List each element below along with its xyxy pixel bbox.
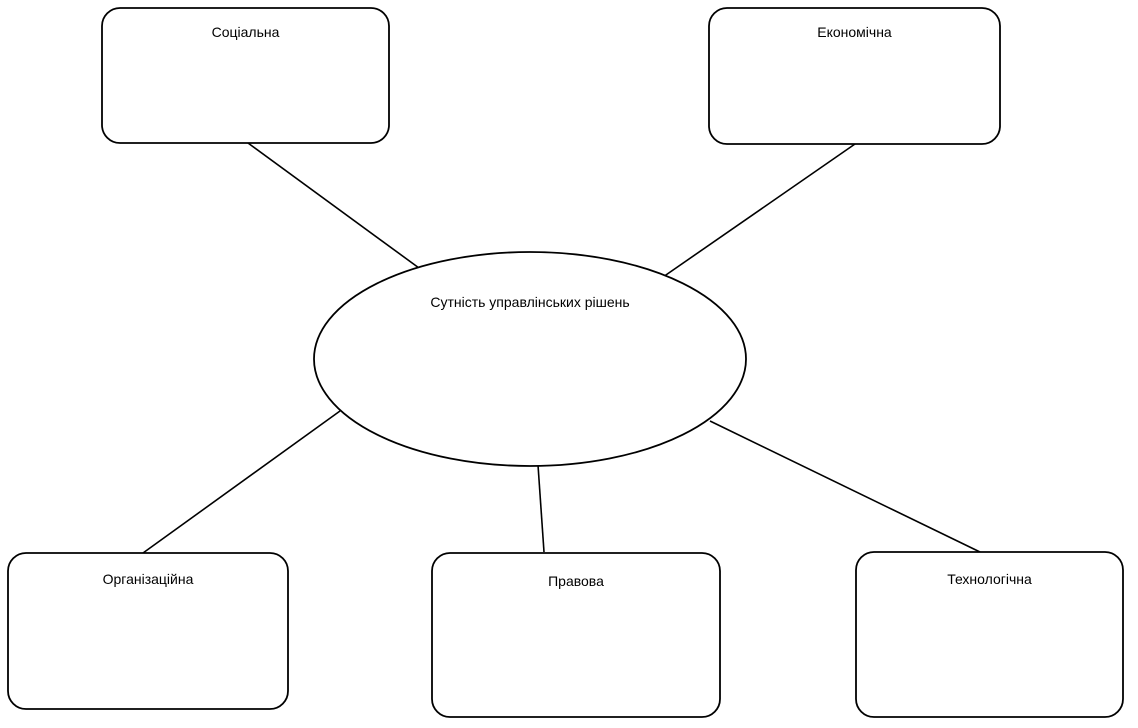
node-box-social: [101, 7, 390, 144]
connector-technological: [709, 420, 981, 553]
connector-economic: [662, 143, 856, 278]
center-ellipse: [313, 251, 747, 467]
node-box-economic: [708, 7, 1001, 145]
node-box-legal: [431, 552, 721, 718]
node-label-social: Соціальна: [211, 24, 280, 40]
node-label-technological: Технологічна: [947, 571, 1032, 587]
node-box-technological: [855, 551, 1124, 718]
node-label-organizational: Організаційна: [102, 571, 194, 587]
node-label-legal: Правова: [548, 573, 604, 589]
center-label: Сутність управлінських рішень: [430, 294, 630, 310]
connector-organizational: [142, 410, 341, 554]
connector-social: [247, 142, 420, 269]
node-box-organizational: [7, 552, 289, 710]
connector-legal: [537, 464, 545, 553]
node-label-economic: Економічна: [817, 24, 892, 40]
